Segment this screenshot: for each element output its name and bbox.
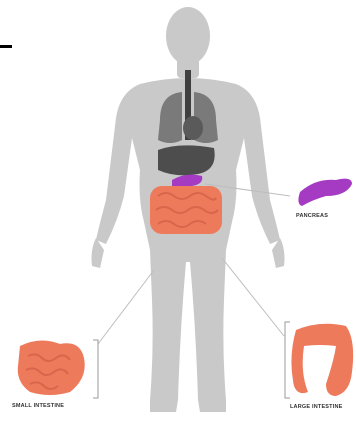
small-intestine-label: SMALL INTESTINE: [12, 403, 64, 409]
heart: [183, 116, 203, 140]
large-intestine-callout: [291, 324, 353, 396]
corner-dash: [0, 45, 12, 48]
small-intestine-bracket: [93, 340, 98, 398]
pancreas-callout: [298, 179, 352, 206]
pancreas-label: PANCREAS: [296, 213, 328, 219]
small-intestine-callout: [18, 340, 85, 395]
liver-stomach: [158, 145, 215, 175]
large-intestine-bracket: [285, 322, 290, 398]
large-intestine-label: LARGE INTESTINE: [290, 404, 343, 410]
intestines-in-body: [150, 186, 222, 234]
